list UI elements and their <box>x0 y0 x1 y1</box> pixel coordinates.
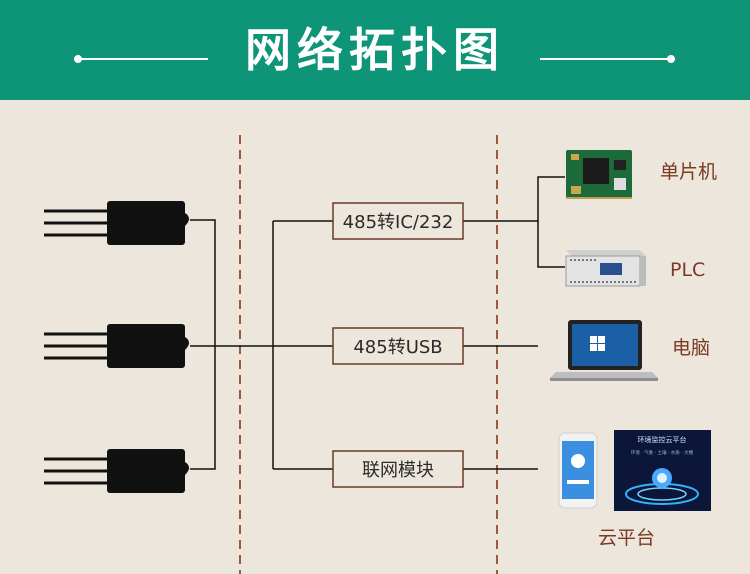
microcontroller-board-icon <box>566 150 632 199</box>
cloud-screen-title: 环境监控云平台 <box>638 435 687 444</box>
cloud-platform-icon: 环境监控云平台 环境 · 气象 · 土壤 · 水质 · 大棚 <box>614 430 711 511</box>
soil-sensor-icon <box>44 449 189 493</box>
sensor-2 <box>44 324 189 368</box>
header-left-dot <box>74 55 82 63</box>
topology-diagram: 485转IC/232 485转USB 联网模块 单片机 <box>44 135 717 574</box>
soil-sensor-icon <box>44 324 189 368</box>
device-label-cloud: 云平台 <box>598 527 655 549</box>
phone-icon <box>558 432 598 509</box>
laptop-icon <box>550 320 658 381</box>
sensor-1 <box>44 201 189 245</box>
converter-box-2: 485转USB <box>332 327 464 365</box>
converter-label-2: 485转USB <box>353 337 442 358</box>
device-label-plc: PLC <box>670 259 705 281</box>
header-left-line <box>78 58 208 60</box>
device-label-pc: 电脑 <box>672 337 710 359</box>
converter-label-1: 485转IC/232 <box>343 212 454 233</box>
sensor-bus-lines <box>190 176 565 470</box>
header-right-line <box>540 58 670 60</box>
converter-box-3: 联网模块 <box>332 450 464 488</box>
header-banner: 网络拓扑图 <box>0 0 750 100</box>
soil-sensor-icon <box>44 201 189 245</box>
converter-label-3: 联网模块 <box>362 460 434 481</box>
header-right-dot <box>667 55 675 63</box>
converter-box-1: 485转IC/232 <box>332 202 464 240</box>
plc-icon <box>565 250 646 287</box>
page-title: 网络拓扑图 <box>245 23 505 77</box>
cloud-screen-subtitle: 环境 · 气象 · 土壤 · 水质 · 大棚 <box>631 449 694 456</box>
sensor-3 <box>44 449 189 493</box>
device-label-mcu: 单片机 <box>660 161 717 183</box>
